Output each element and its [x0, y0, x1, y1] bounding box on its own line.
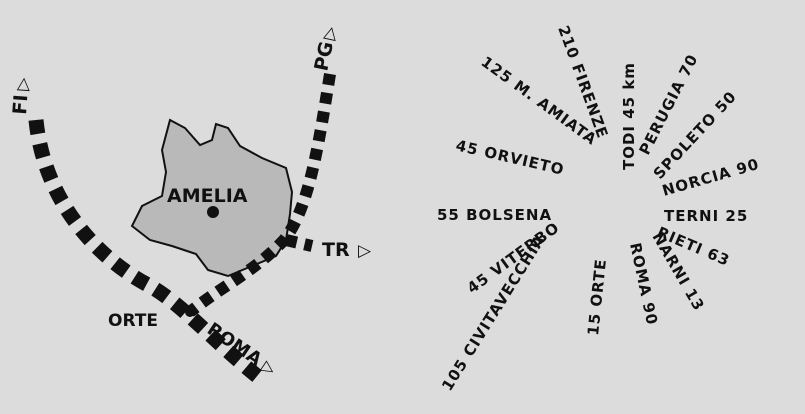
town-label-orte: ORTE — [108, 311, 158, 331]
arrow-icon: ▷ — [358, 241, 372, 261]
destination-label: 105 CIVITAVECCHIA — [438, 231, 549, 394]
destination-bolsena: 55 BOLSENA — [437, 206, 552, 224]
arrow-icon: ▷ — [319, 24, 341, 42]
direction-label-tr: TR — [322, 239, 350, 261]
direction-label-fi: FI — [9, 94, 32, 116]
destination-label: 45 ORVIETO — [454, 136, 566, 178]
road-diagram: AMELIA ORTE FI ▷ PG ▷ TR ▷ ROMA ▷ — [9, 24, 372, 386]
destination-label: 15 ORTE — [584, 258, 610, 337]
road-firenze-roma — [28, 119, 267, 386]
destination-label: TERNI 25 — [664, 207, 748, 225]
destination-label: ROMA 90 — [626, 241, 661, 327]
direction-terni: TR ▷ — [322, 239, 372, 261]
destination-civitavecchia: 105 CIVITAVECCHIA — [438, 231, 549, 394]
arrow-icon: ▷ — [258, 356, 279, 379]
arrow-icon: ▷ — [13, 76, 34, 91]
town-label-amelia: AMELIA — [167, 185, 248, 207]
road-perugia-orte — [186, 73, 336, 317]
direction-label-pg: PG — [310, 40, 338, 73]
destination-terni: TERNI 25 — [664, 207, 748, 225]
destination-orte: 15 ORTE — [584, 258, 610, 337]
destination-label: TODI 45 km — [620, 62, 638, 170]
direction-firenze: FI ▷ — [9, 76, 34, 115]
orte-dot — [185, 307, 195, 317]
destination-roma: ROMA 90 — [626, 241, 661, 327]
direction-perugia: PG ▷ — [310, 24, 341, 73]
destination-label: 55 BOLSENA — [437, 206, 552, 224]
direction-roma: ROMA ▷ — [203, 319, 280, 380]
road-terni — [284, 234, 314, 252]
amelia-dot — [207, 206, 219, 218]
destination-orvieto: 45 ORVIETO — [454, 136, 566, 178]
destination-todi: TODI 45 km — [620, 62, 638, 170]
distance-wheel: 210 FIRENZE TODI 45 km PERUGIA 70 SPOLET… — [437, 23, 761, 394]
